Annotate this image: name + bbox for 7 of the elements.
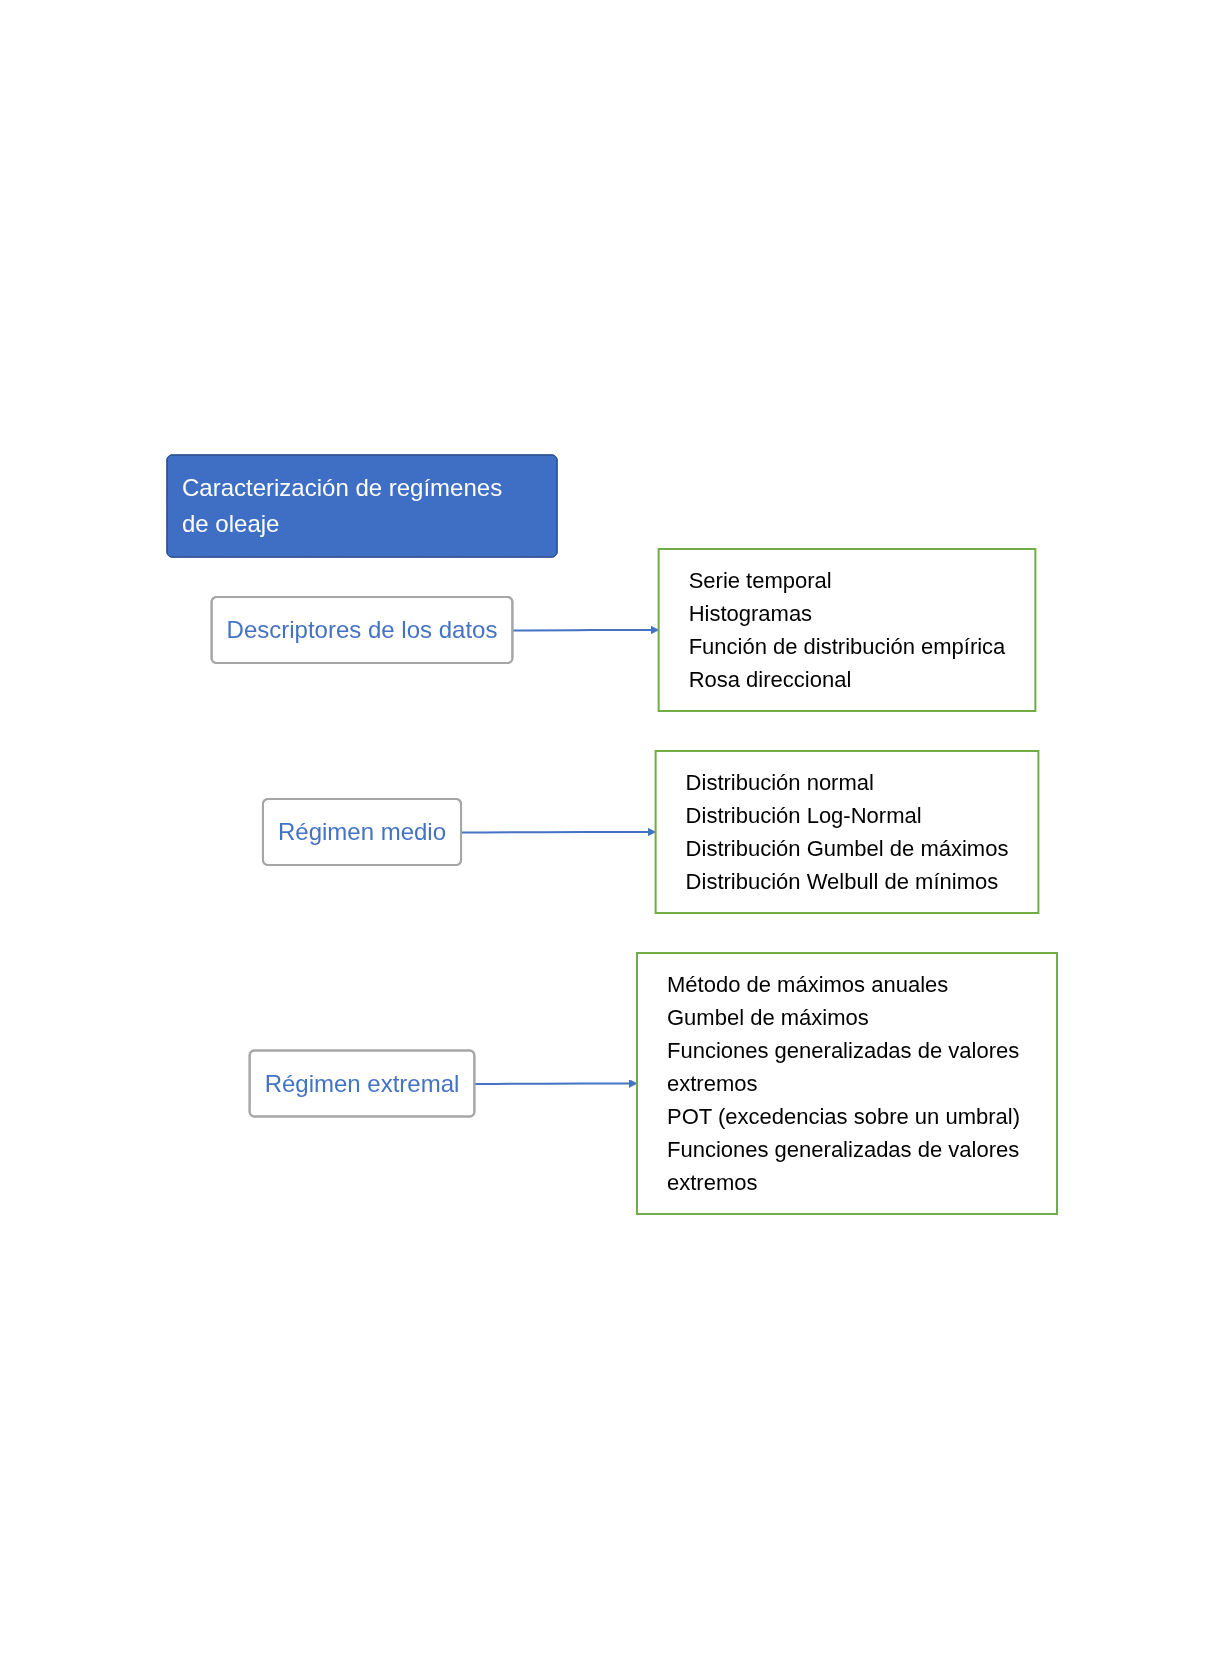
arrow — [460, 827, 656, 837]
arrow — [511, 625, 659, 635]
node-box: Serie temporal Histogramas Función de distribución empírica Rosa direccional — [657, 548, 1036, 712]
node-text: Régimen medio — [277, 818, 446, 845]
node-box: Distribución normal Distribución Log-Normal Distribución Gumbel de máximos Distribución Welbull de mínimos — [654, 750, 1039, 914]
node-box: Método de máximos anuales Gumbel de máximos Funciones generalizadas de valores extremos POT (excedencias sobre un umbral) Funciones generalizadas de valores extremos — [635, 952, 1058, 1215]
arrow — [473, 1079, 637, 1088]
